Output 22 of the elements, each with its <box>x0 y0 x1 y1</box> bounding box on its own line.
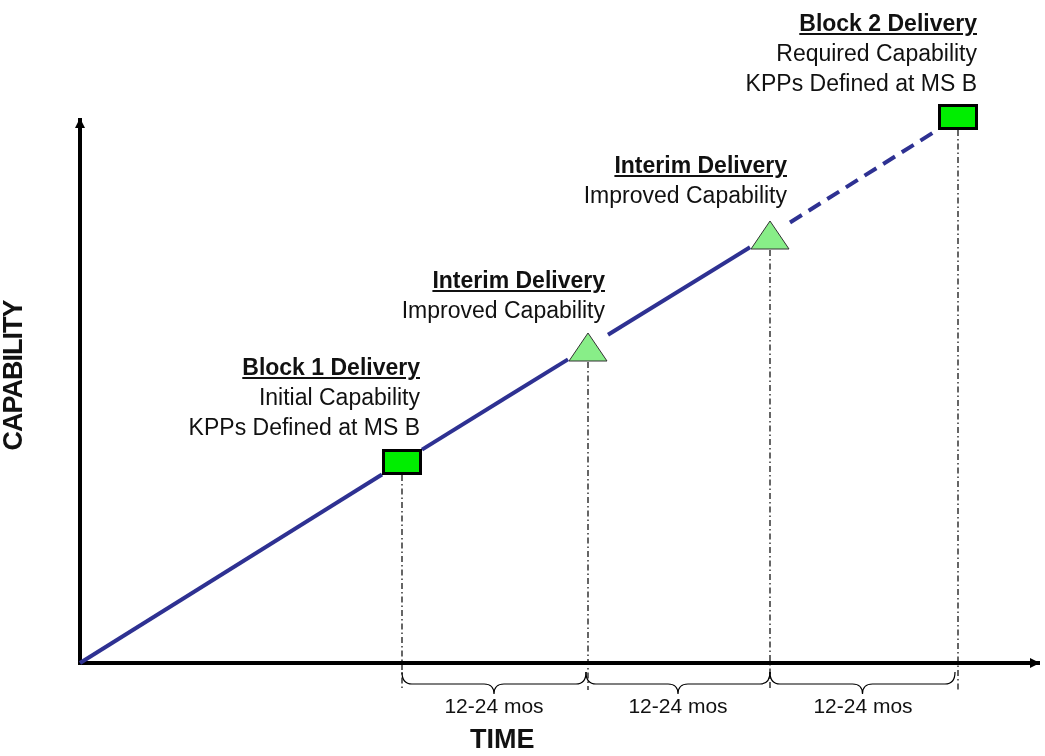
interval-label: 12-24 mos <box>628 694 728 718</box>
milestone-triangle <box>750 220 790 250</box>
milestone-description: Required Capability <box>776 39 977 68</box>
milestone-description: KPPs Defined at MS B <box>188 413 420 442</box>
milestone-heading: Interim Delivery <box>432 266 605 295</box>
milestone-description: Initial Capability <box>258 383 420 412</box>
axis-title: CAPABILITY <box>0 300 29 451</box>
milestone-description: Improved Capability <box>583 181 787 210</box>
milestone-heading: Block 1 Delivery <box>242 353 420 382</box>
milestone-square <box>382 449 422 475</box>
milestone-description: Improved Capability <box>401 296 605 325</box>
milestone-square <box>938 104 978 130</box>
interval-label: 12-24 mos <box>444 694 544 718</box>
milestone-heading: Block 2 Delivery <box>799 9 977 38</box>
axis-title: TIME <box>470 724 535 755</box>
milestone-heading: Interim Delivery <box>614 151 787 180</box>
capability-line <box>420 357 570 452</box>
milestone-triangle <box>568 332 608 362</box>
milestone-description: KPPs Defined at MS B <box>745 69 977 98</box>
capability-line <box>606 245 752 337</box>
interval-label: 12-24 mos <box>813 694 913 718</box>
capability-line <box>78 472 384 665</box>
